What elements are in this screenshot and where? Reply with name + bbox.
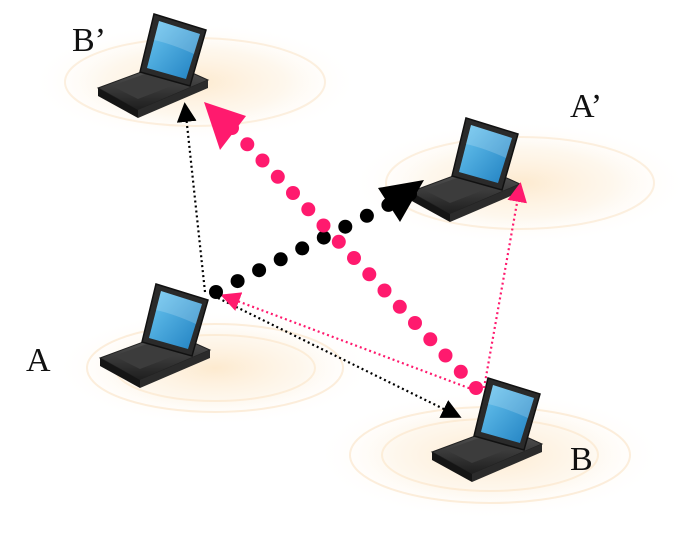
link-dot (423, 332, 438, 347)
link-dot (273, 252, 288, 267)
link-dot (347, 251, 361, 265)
link-dot (392, 299, 407, 314)
link-dot (209, 285, 223, 299)
link-dot (316, 230, 331, 245)
link-dot (316, 218, 331, 233)
link-dot (331, 234, 346, 249)
link-dot (286, 186, 300, 200)
label-a: A (26, 342, 51, 379)
link-dot (362, 267, 377, 282)
link-a-to-a-prime (209, 180, 424, 299)
bold-dotted-links (204, 102, 483, 395)
link-a-to-b-prime (176, 102, 207, 293)
link-dot (338, 219, 353, 234)
link-dot (295, 241, 310, 256)
link-dot (252, 263, 267, 278)
link-dot (469, 381, 483, 395)
link-dot (270, 169, 285, 184)
arrowhead-icon (378, 180, 424, 222)
link-dot (359, 208, 374, 223)
halo-a-prime (350, 121, 690, 245)
label-b: B (570, 441, 593, 478)
label-b-prime: B’ (72, 22, 106, 59)
link-dot (408, 316, 422, 330)
link-dot (240, 137, 255, 152)
link-b-to-a-prime (482, 182, 527, 389)
label-a-prime: A’ (570, 88, 603, 125)
link-dot (438, 348, 453, 363)
arrowhead-icon (204, 102, 246, 150)
link-dot (377, 283, 392, 298)
link-dot (301, 202, 316, 217)
halo-a (55, 310, 375, 426)
link-dot (453, 364, 468, 379)
link-dot (255, 153, 270, 168)
link-b-to-b-prime (204, 102, 483, 395)
link-dot (230, 274, 245, 289)
